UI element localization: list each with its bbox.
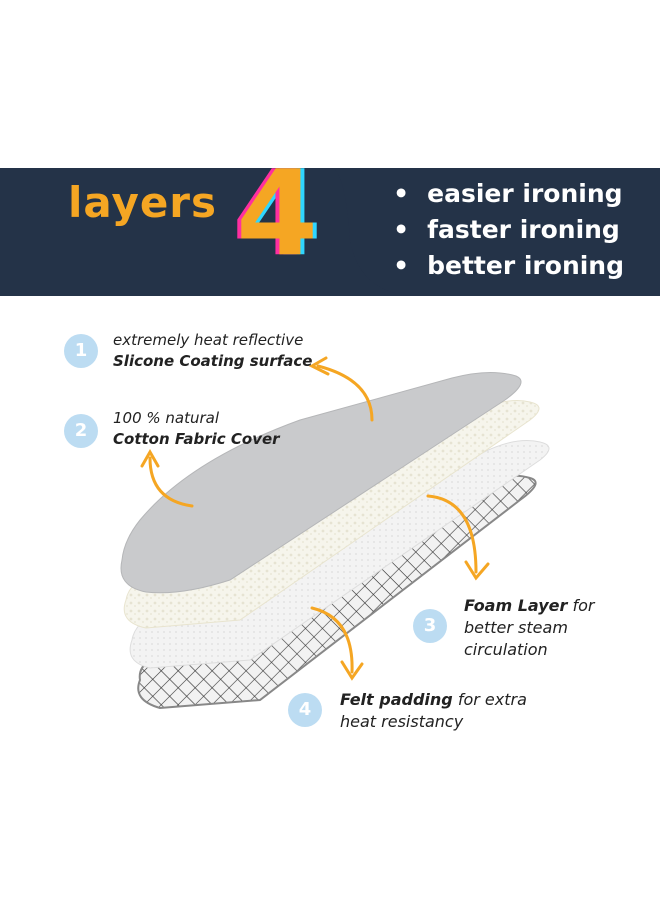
layer-4-callout: Felt padding for extra heat resistancy bbox=[340, 690, 527, 731]
arrow-3-head bbox=[464, 560, 490, 581]
arrow-4 bbox=[310, 606, 354, 674]
benefit-item: •better ironing bbox=[393, 251, 624, 280]
layer-3-callout: Foam Layer for better steam circulation bbox=[464, 596, 595, 659]
layer-number-badge: 1 bbox=[64, 334, 98, 368]
benefit-item: •faster ironing bbox=[393, 215, 620, 244]
arrow-1-head bbox=[308, 356, 330, 376]
benefit-item: •easier ironing bbox=[393, 179, 623, 208]
arrow-2-head bbox=[140, 448, 160, 468]
layer-1-callout: extremely heat reflective Slicone Coatin… bbox=[113, 331, 313, 370]
layer-number-badge: 2 bbox=[64, 414, 98, 448]
title-number: 4 bbox=[236, 144, 319, 282]
layer-number-badge: 3 bbox=[413, 609, 447, 643]
benefit-list: •easier ironing •faster ironing •better … bbox=[393, 176, 624, 284]
arrow-3 bbox=[426, 494, 478, 574]
title-word: layers bbox=[68, 178, 218, 227]
arrow-2 bbox=[148, 456, 194, 508]
arrow-4-head bbox=[340, 660, 364, 681]
layer-number-badge: 4 bbox=[288, 693, 322, 727]
arrow-1 bbox=[316, 364, 374, 422]
layer-2-callout: 100 % natural Cotton Fabric Cover bbox=[113, 409, 280, 448]
silicone-layer-shape bbox=[120, 371, 522, 594]
